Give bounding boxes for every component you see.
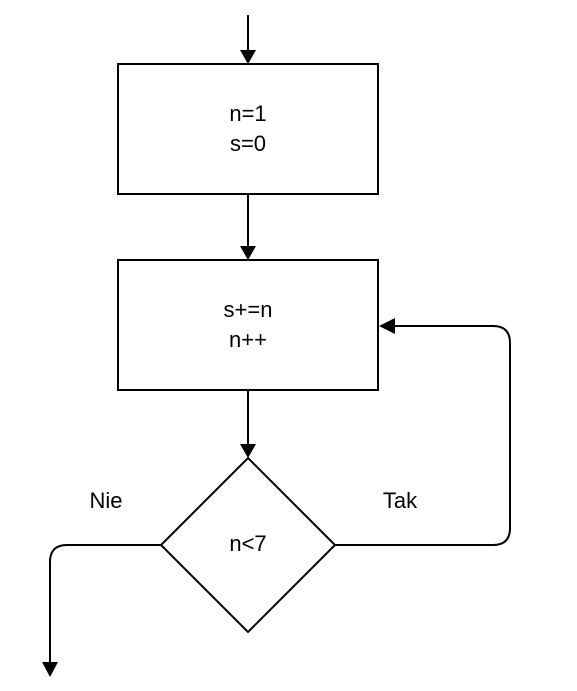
loop-line-1: s+=n — [223, 297, 273, 322]
entry-arrowhead — [240, 50, 256, 64]
init-line-2: s=0 — [229, 131, 267, 156]
no-branch-label: Nie — [89, 488, 123, 513]
no-branch-path — [49, 544, 161, 664]
decision-diamond — [159, 456, 337, 634]
no-branch-arrowhead — [42, 662, 58, 677]
yes-branch-path — [335, 325, 511, 546]
init-node-text: n=1 s=0 — [118, 99, 378, 159]
yes-branch-label: Tak — [382, 488, 418, 513]
init-to-loop-arrowhead — [240, 246, 256, 260]
init-line-1: n=1 — [229, 101, 267, 126]
yes-branch-arrowhead — [379, 318, 395, 334]
loop-line-2: n++ — [229, 327, 267, 352]
decision-label: n<7 — [229, 531, 267, 556]
loop-to-decision-arrowhead — [240, 444, 256, 458]
loop-node-text: s+=n n++ — [118, 295, 378, 355]
